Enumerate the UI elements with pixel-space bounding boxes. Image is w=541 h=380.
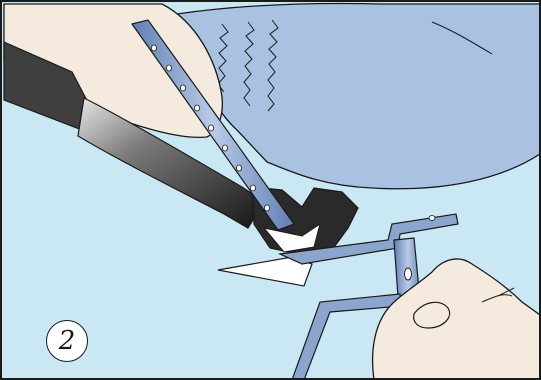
step-number-badge: 2	[46, 320, 88, 362]
